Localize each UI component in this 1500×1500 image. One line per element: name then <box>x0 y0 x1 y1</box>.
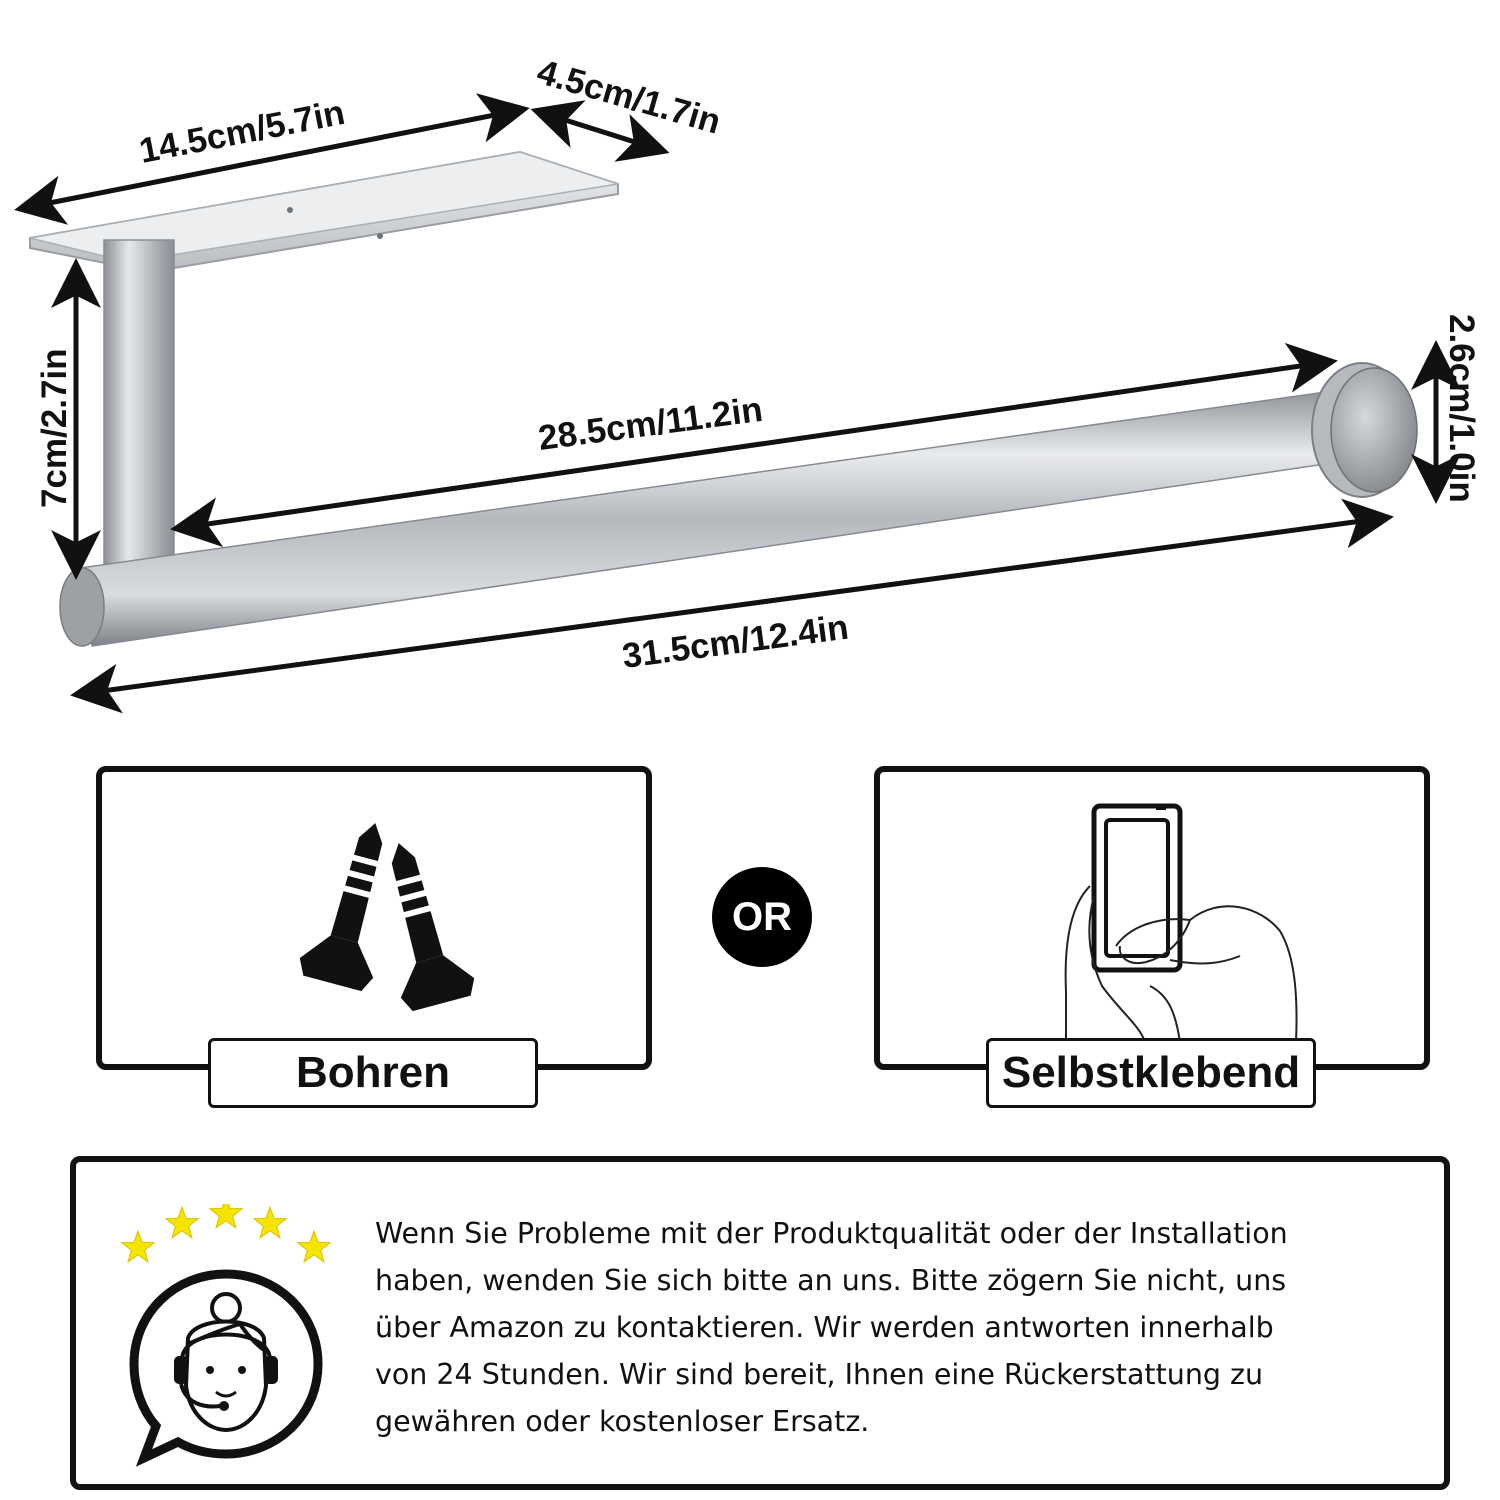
or-badge: OR <box>712 867 812 967</box>
product-dimension-drawing: 14.5cm/5.7in 4.5cm/1.7in 7cm/2.7in 28.5c… <box>14 52 1481 714</box>
service-note-text: Wenn Sie Probleme mit der Produktqualitä… <box>375 1210 1435 1445</box>
rating-stars <box>120 1204 332 1263</box>
base-width-label: 4.5cm/1.7in <box>533 52 725 142</box>
service-note-line: von 24 Stunden. Wir sind bereit, Ihnen e… <box>375 1358 1264 1391</box>
base-width-arrow <box>530 100 670 162</box>
end-cap <box>1311 362 1418 498</box>
service-note-line: über Amazon zu kontaktieren. Wir werden … <box>375 1311 1274 1344</box>
star-icon <box>120 1229 156 1263</box>
service-note-line: gewähren oder kostenloser Ersatz. <box>375 1405 870 1438</box>
vertical-post <box>103 239 175 581</box>
height-label: 7cm/2.7in <box>35 348 74 508</box>
adhesive-label: Selbstklebend <box>986 1038 1316 1108</box>
service-note-line: haben, wenden Sie sich bitte an uns. Bit… <box>375 1264 1287 1297</box>
star-icon <box>296 1229 332 1263</box>
star-icon <box>252 1205 288 1239</box>
adhesive-option-card <box>874 766 1430 1070</box>
star-icon <box>164 1205 200 1239</box>
cap-diameter-label: 2.6cm/1.0in <box>1442 314 1481 503</box>
support-agent-icon <box>129 1269 323 1467</box>
base-length-arrow <box>14 93 530 225</box>
base-length-label: 14.5cm/5.7in <box>136 93 348 171</box>
star-icon <box>208 1204 244 1229</box>
total-length-arrow <box>70 498 1394 714</box>
drilling-label: Bohren <box>208 1038 538 1108</box>
drilling-option-card <box>96 766 652 1070</box>
service-note-card <box>70 1156 1450 1490</box>
adhesive-hand-icon <box>1064 803 1298 1043</box>
service-note-line: Wenn Sie Probleme mit der Produktqualitä… <box>375 1217 1288 1250</box>
screws-icon <box>299 823 475 1012</box>
